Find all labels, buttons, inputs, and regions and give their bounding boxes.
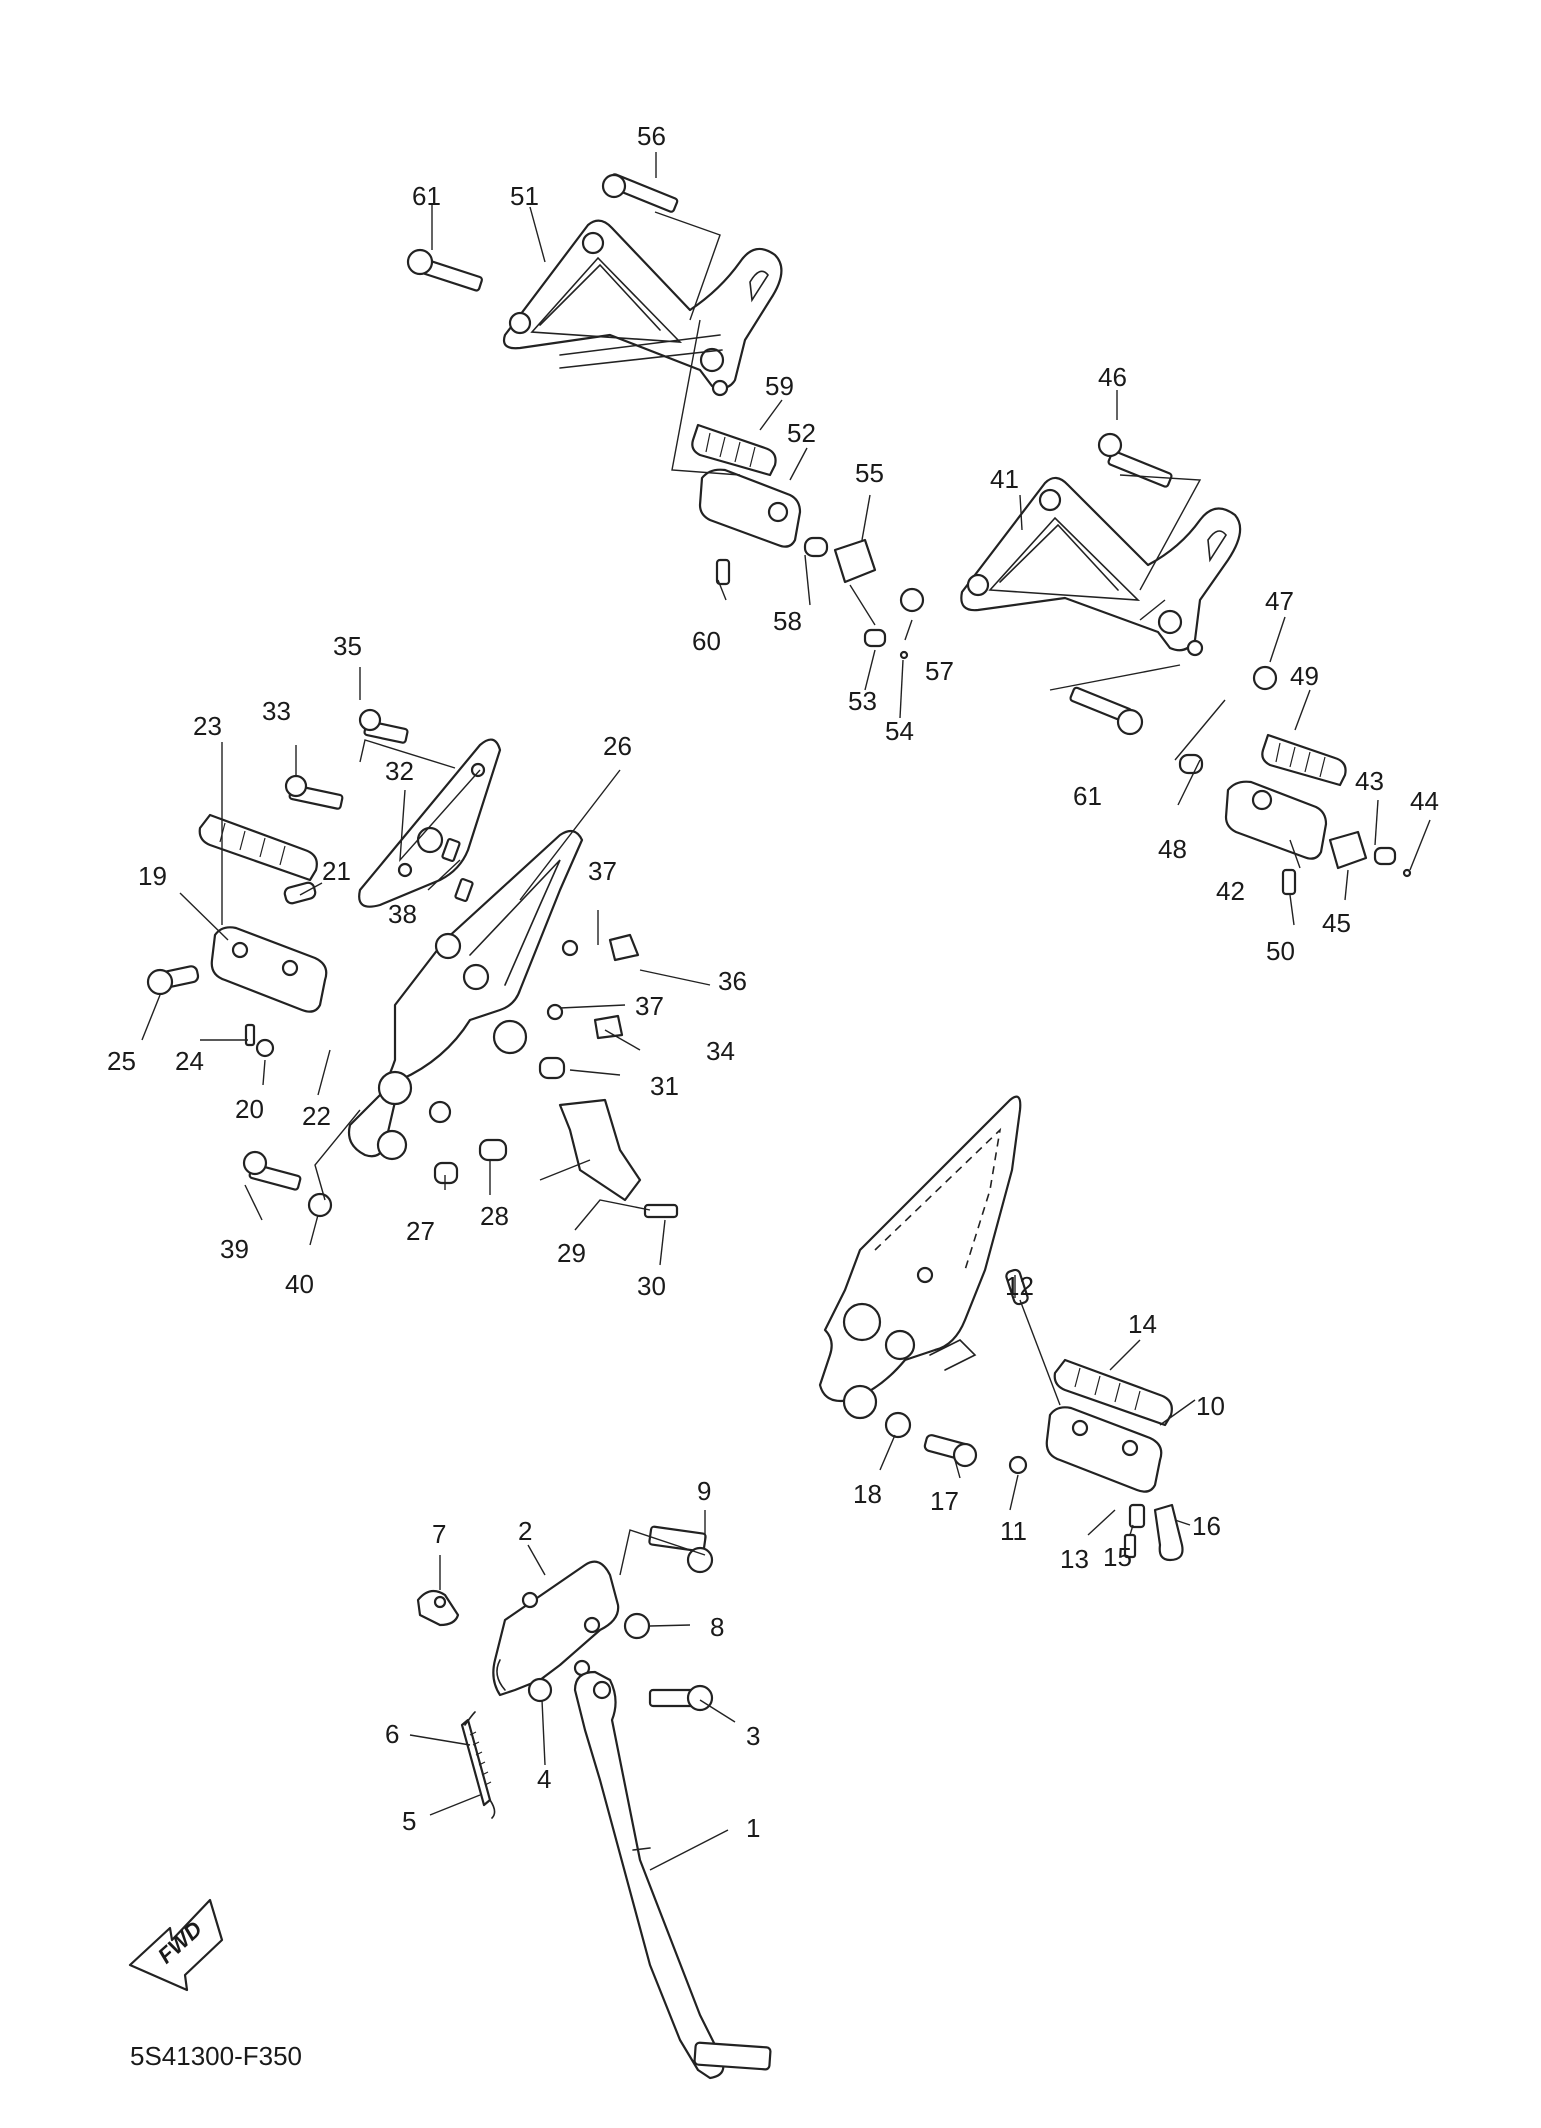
part-label: 23 [193,711,222,741]
part-label: 37 [635,991,664,1021]
part-label: 7 [432,1519,446,1549]
part-label: 29 [557,1238,586,1268]
part-label: 46 [1098,362,1127,392]
sidestand-1 [573,1670,772,2080]
bolt-61-lower [1069,686,1144,736]
part-label: 31 [650,1071,679,1101]
part-label: 5 [402,1806,416,1836]
part-labels: 1 2 3 4 5 6 7 8 9 10 11 12 13 14 15 16 1… [107,121,1439,1843]
part-label: 60 [692,626,721,656]
footrest-rubber-49 [1261,733,1347,787]
part-label: 6 [385,1719,399,1749]
part-label: 15 [1103,1542,1132,1572]
part-label: 35 [333,631,362,661]
part-label: 61 [1073,781,1102,811]
small-hardware-front-left [146,838,679,1219]
part-label: 4 [537,1764,551,1794]
part-label: 45 [1322,908,1351,938]
part-label: 47 [1265,586,1294,616]
part-label: 59 [765,371,794,401]
part-label: 34 [706,1036,735,1066]
rear-footrest-52 [698,468,802,548]
part-label: 55 [855,458,884,488]
part-label: 32 [385,756,414,786]
sidestand-bracket-2 [492,1560,620,1697]
part-label: 2 [518,1516,532,1546]
part-label: 50 [1266,936,1295,966]
front-footrest-bracket-right [818,1095,1022,1420]
rear-footrest-bracket-right [960,476,1242,657]
part-label: 30 [637,1271,666,1301]
rear-footrest-42 [1224,780,1328,860]
part-label: 18 [853,1479,882,1509]
part-label: 10 [1196,1391,1225,1421]
footrest-rubber-59 [691,423,777,477]
part-label: 58 [773,606,802,636]
part-label: 27 [406,1216,435,1246]
small-hardware-rear [715,536,1412,896]
part-label: 11 [1000,1516,1027,1546]
part-label: 52 [787,418,816,448]
bolt-61-upper [406,248,483,292]
part-label: 13 [1060,1544,1089,1574]
part-label: 56 [637,121,666,151]
heel-guard-32 [358,738,502,908]
part-label: 39 [220,1234,249,1264]
part-label: 53 [848,686,877,716]
part-label: 44 [1410,786,1439,816]
part-label: 26 [603,731,632,761]
part-label: 38 [388,899,417,929]
part-label: 20 [235,1094,264,1124]
part-label: 40 [285,1269,314,1299]
part-label: 28 [480,1201,509,1231]
part-label: 21 [322,856,351,886]
rear-footrest-bracket-left [502,219,783,397]
part-label: 24 [175,1046,204,1076]
part-label: 41 [990,464,1019,494]
document-code: 5S41300-F350 [130,2041,302,2071]
part-label: 17 [930,1486,959,1516]
part-label: 42 [1216,876,1245,906]
front-footrest-19 [210,926,328,1013]
part-label: 25 [107,1046,136,1076]
part-label: 61 [412,181,441,211]
part-label: 16 [1192,1511,1221,1541]
footrest-rubber-23 [198,813,318,882]
footrest-rubber-14 [1053,1358,1173,1427]
front-footrest-bracket-26 [347,829,584,1161]
bolts-33-35 [284,708,409,810]
part-label: 37 [588,856,617,886]
part-label: 12 [1005,1271,1034,1301]
part-label: 36 [718,966,747,996]
part-label: 48 [1158,834,1187,864]
bolt-46 [1097,432,1173,488]
sidestand-hardware [416,1525,714,1819]
part-label: 54 [885,716,914,746]
fwd-arrow-icon [128,1898,224,1992]
part-label: 33 [262,696,291,726]
part-label: 43 [1355,766,1384,796]
part-label: 8 [710,1612,724,1642]
part-label: 49 [1290,661,1319,691]
part-label: 57 [925,656,954,686]
part-label: 1 [746,1813,760,1843]
part-label: 3 [746,1721,760,1751]
part-label: 51 [510,181,539,211]
part-label: 9 [697,1476,711,1506]
part-label: 22 [302,1101,331,1131]
bolt-56 [601,173,679,213]
part-label: 19 [138,861,167,891]
part-label: 14 [1128,1309,1157,1339]
leader-lines [141,152,1431,1871]
front-footrest-10 [1045,1406,1163,1493]
small-hardware-front-right [884,1268,1184,1562]
